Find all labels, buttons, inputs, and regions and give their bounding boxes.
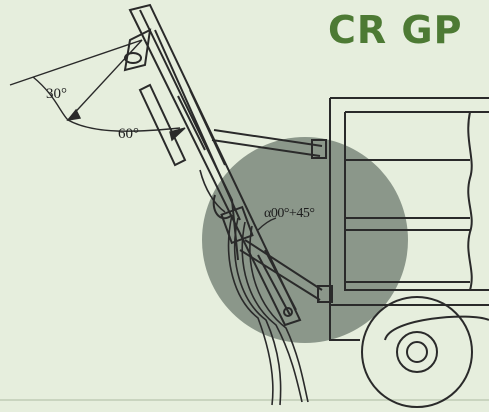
highlight-circle <box>202 137 408 343</box>
truck-wheel <box>361 296 473 408</box>
lower-mount <box>220 205 333 317</box>
spout <box>123 28 152 72</box>
angle-label-lower: 60° <box>118 126 139 142</box>
boom-assembly <box>128 3 302 327</box>
angle-label-upper: 30° <box>46 86 67 102</box>
tilt-range-label: α00°+45° <box>264 206 315 221</box>
brand-logo-text: CR GP <box>328 8 463 52</box>
upper-support-arm <box>211 129 327 159</box>
truck-body <box>329 97 489 341</box>
angle-guides <box>9 39 277 231</box>
hoses <box>199 169 309 406</box>
